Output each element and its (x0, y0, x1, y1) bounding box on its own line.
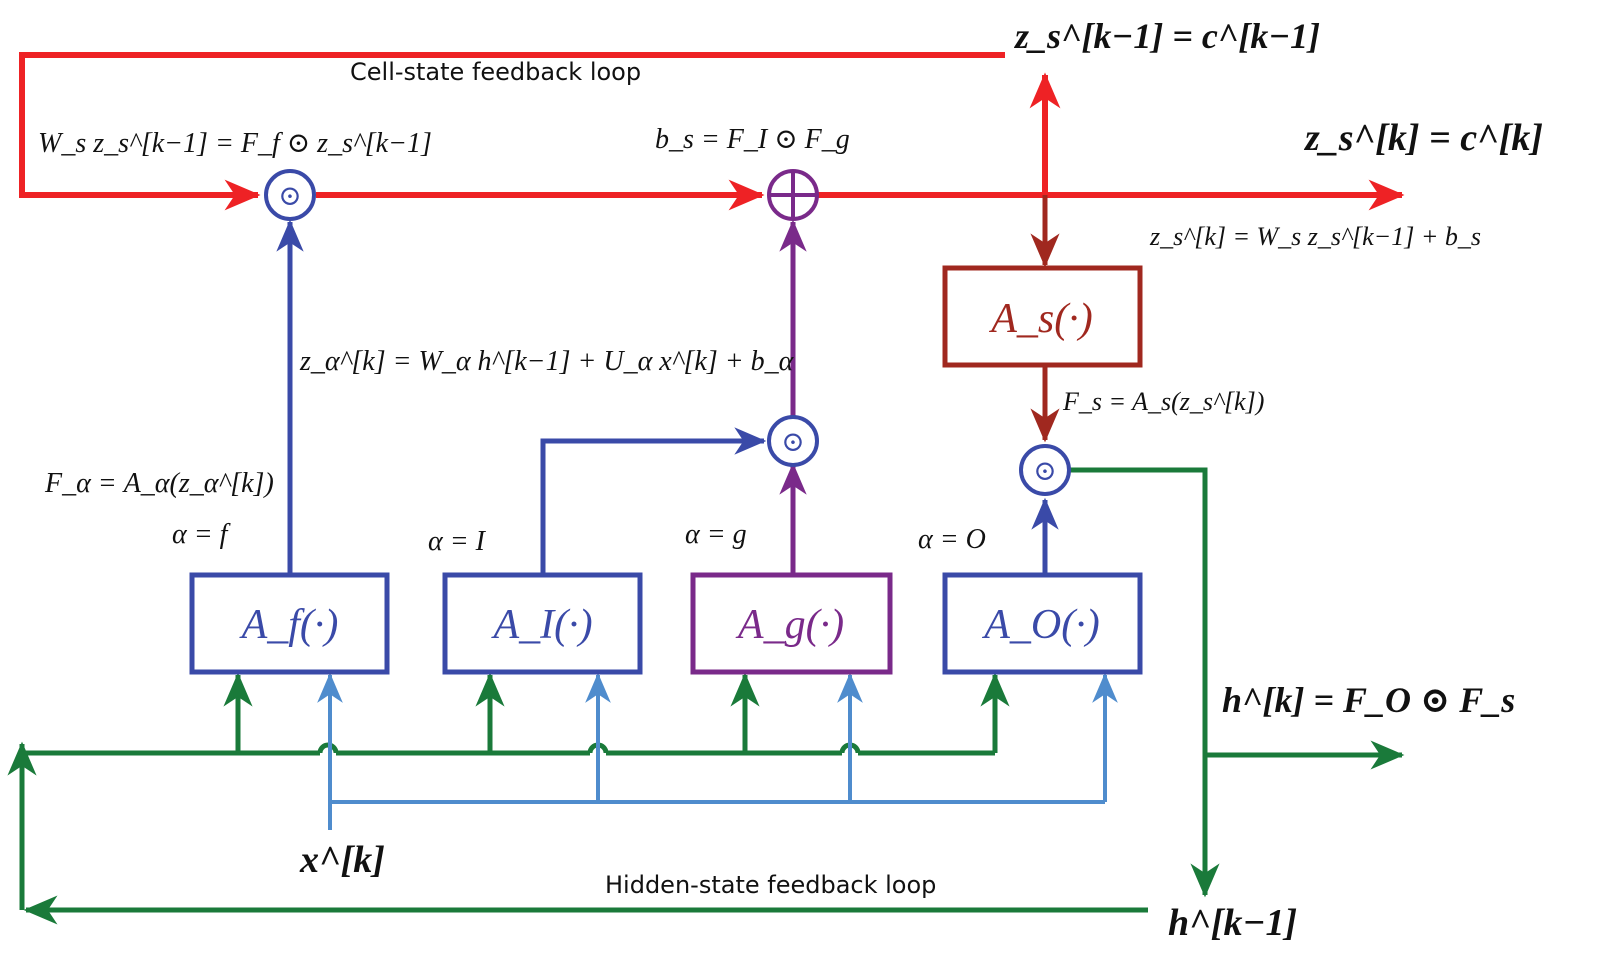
z-curr-label: z_s^[k] = c^[k] (1303, 117, 1543, 159)
alpha-o-label: α = O (918, 524, 986, 555)
alpha-f-label: α = f (172, 519, 231, 550)
cell-state-path (19, 52, 1405, 211)
cell-activation-label: A_s(·) (988, 296, 1092, 342)
hidden-loop-label: Hidden-state feedback loop (605, 871, 936, 899)
output-multiply-node: ⊙ (1019, 444, 1071, 496)
output-multiply-symbol: ⊙ (1033, 454, 1056, 487)
cell-update-label: z_s^[k] = W_s z_s^[k−1] + b_s (1149, 222, 1481, 251)
forget-multiply-symbol: ⊙ (278, 179, 301, 212)
forget-multiply-node: ⊙ (264, 169, 316, 221)
cell-act-label: F_s = A_s(z_s^[k]) (1062, 387, 1264, 416)
bias-sum-label: b_s = F_I ⊙ F_g (655, 124, 850, 155)
input-multiply-symbol: ⊙ (781, 425, 804, 458)
input-gate-path (540, 427, 767, 575)
hidden-out-label: h^[k] = F_O ⊙ F_s (1222, 680, 1515, 720)
cell-add-node (767, 169, 819, 221)
forget-gate-label: A_f(·) (239, 602, 339, 648)
input-gate-label: A_I(·) (490, 602, 592, 648)
output-gate-block: A_O(·) (942, 572, 1143, 675)
hidden-state-path (7, 467, 1405, 925)
alpha-g-label: α = g (685, 519, 747, 550)
forget-gate-block: A_f(·) (189, 572, 390, 675)
forget-product-label: W_s z_s^[k−1] = F_f ⊙ z_s^[k−1] (38, 128, 432, 159)
candidate-label: A_g(·) (735, 602, 844, 648)
x-input-label: x^[k] (299, 839, 385, 881)
input-x-path (317, 672, 1118, 830)
h-prev-label: h^[k−1] (1168, 902, 1297, 944)
input-multiply-node: ⊙ (767, 415, 819, 467)
output-gate-label: A_O(·) (981, 602, 1099, 648)
z-prev-label: z_s^[k−1] = c^[k−1] (1013, 16, 1320, 56)
cell-activation-block: A_s(·) (942, 265, 1143, 368)
gate-act-label: F_α = A_α(z_α^[k]) (44, 468, 274, 499)
gate-preact-label: z_α^[k] = W_α h^[k−1] + U_α x^[k] + b_α (299, 346, 795, 377)
cell-loop-label: Cell-state feedback loop (350, 58, 641, 86)
alpha-i-label: α = I (428, 526, 487, 557)
input-gate-block: A_I(·) (442, 572, 643, 675)
candidate-block: A_g(·) (690, 572, 893, 675)
